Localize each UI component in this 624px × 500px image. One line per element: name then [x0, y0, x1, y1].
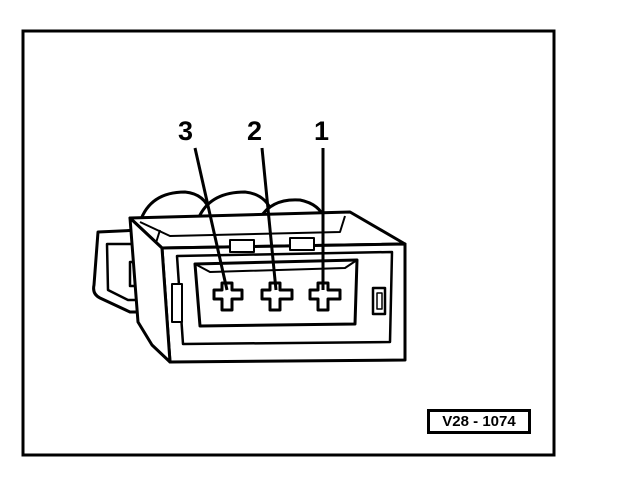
leader-line-2 [260, 147, 278, 291]
pin-terminal-1 [308, 281, 342, 312]
pin-terminal-3 [212, 281, 244, 312]
pin-terminal-2 [260, 281, 294, 312]
pin-label-1: 1 [314, 116, 330, 146]
pin-label-3: 3 [178, 116, 194, 146]
leader-line-3 [193, 147, 229, 291]
diagram-frame [21, 29, 556, 457]
reference-code: V28 - 1074 [442, 413, 516, 430]
leader-lines [193, 147, 325, 291]
pin-label-2: 2 [247, 116, 263, 146]
reference-code-box: V28 - 1074 [427, 409, 531, 434]
